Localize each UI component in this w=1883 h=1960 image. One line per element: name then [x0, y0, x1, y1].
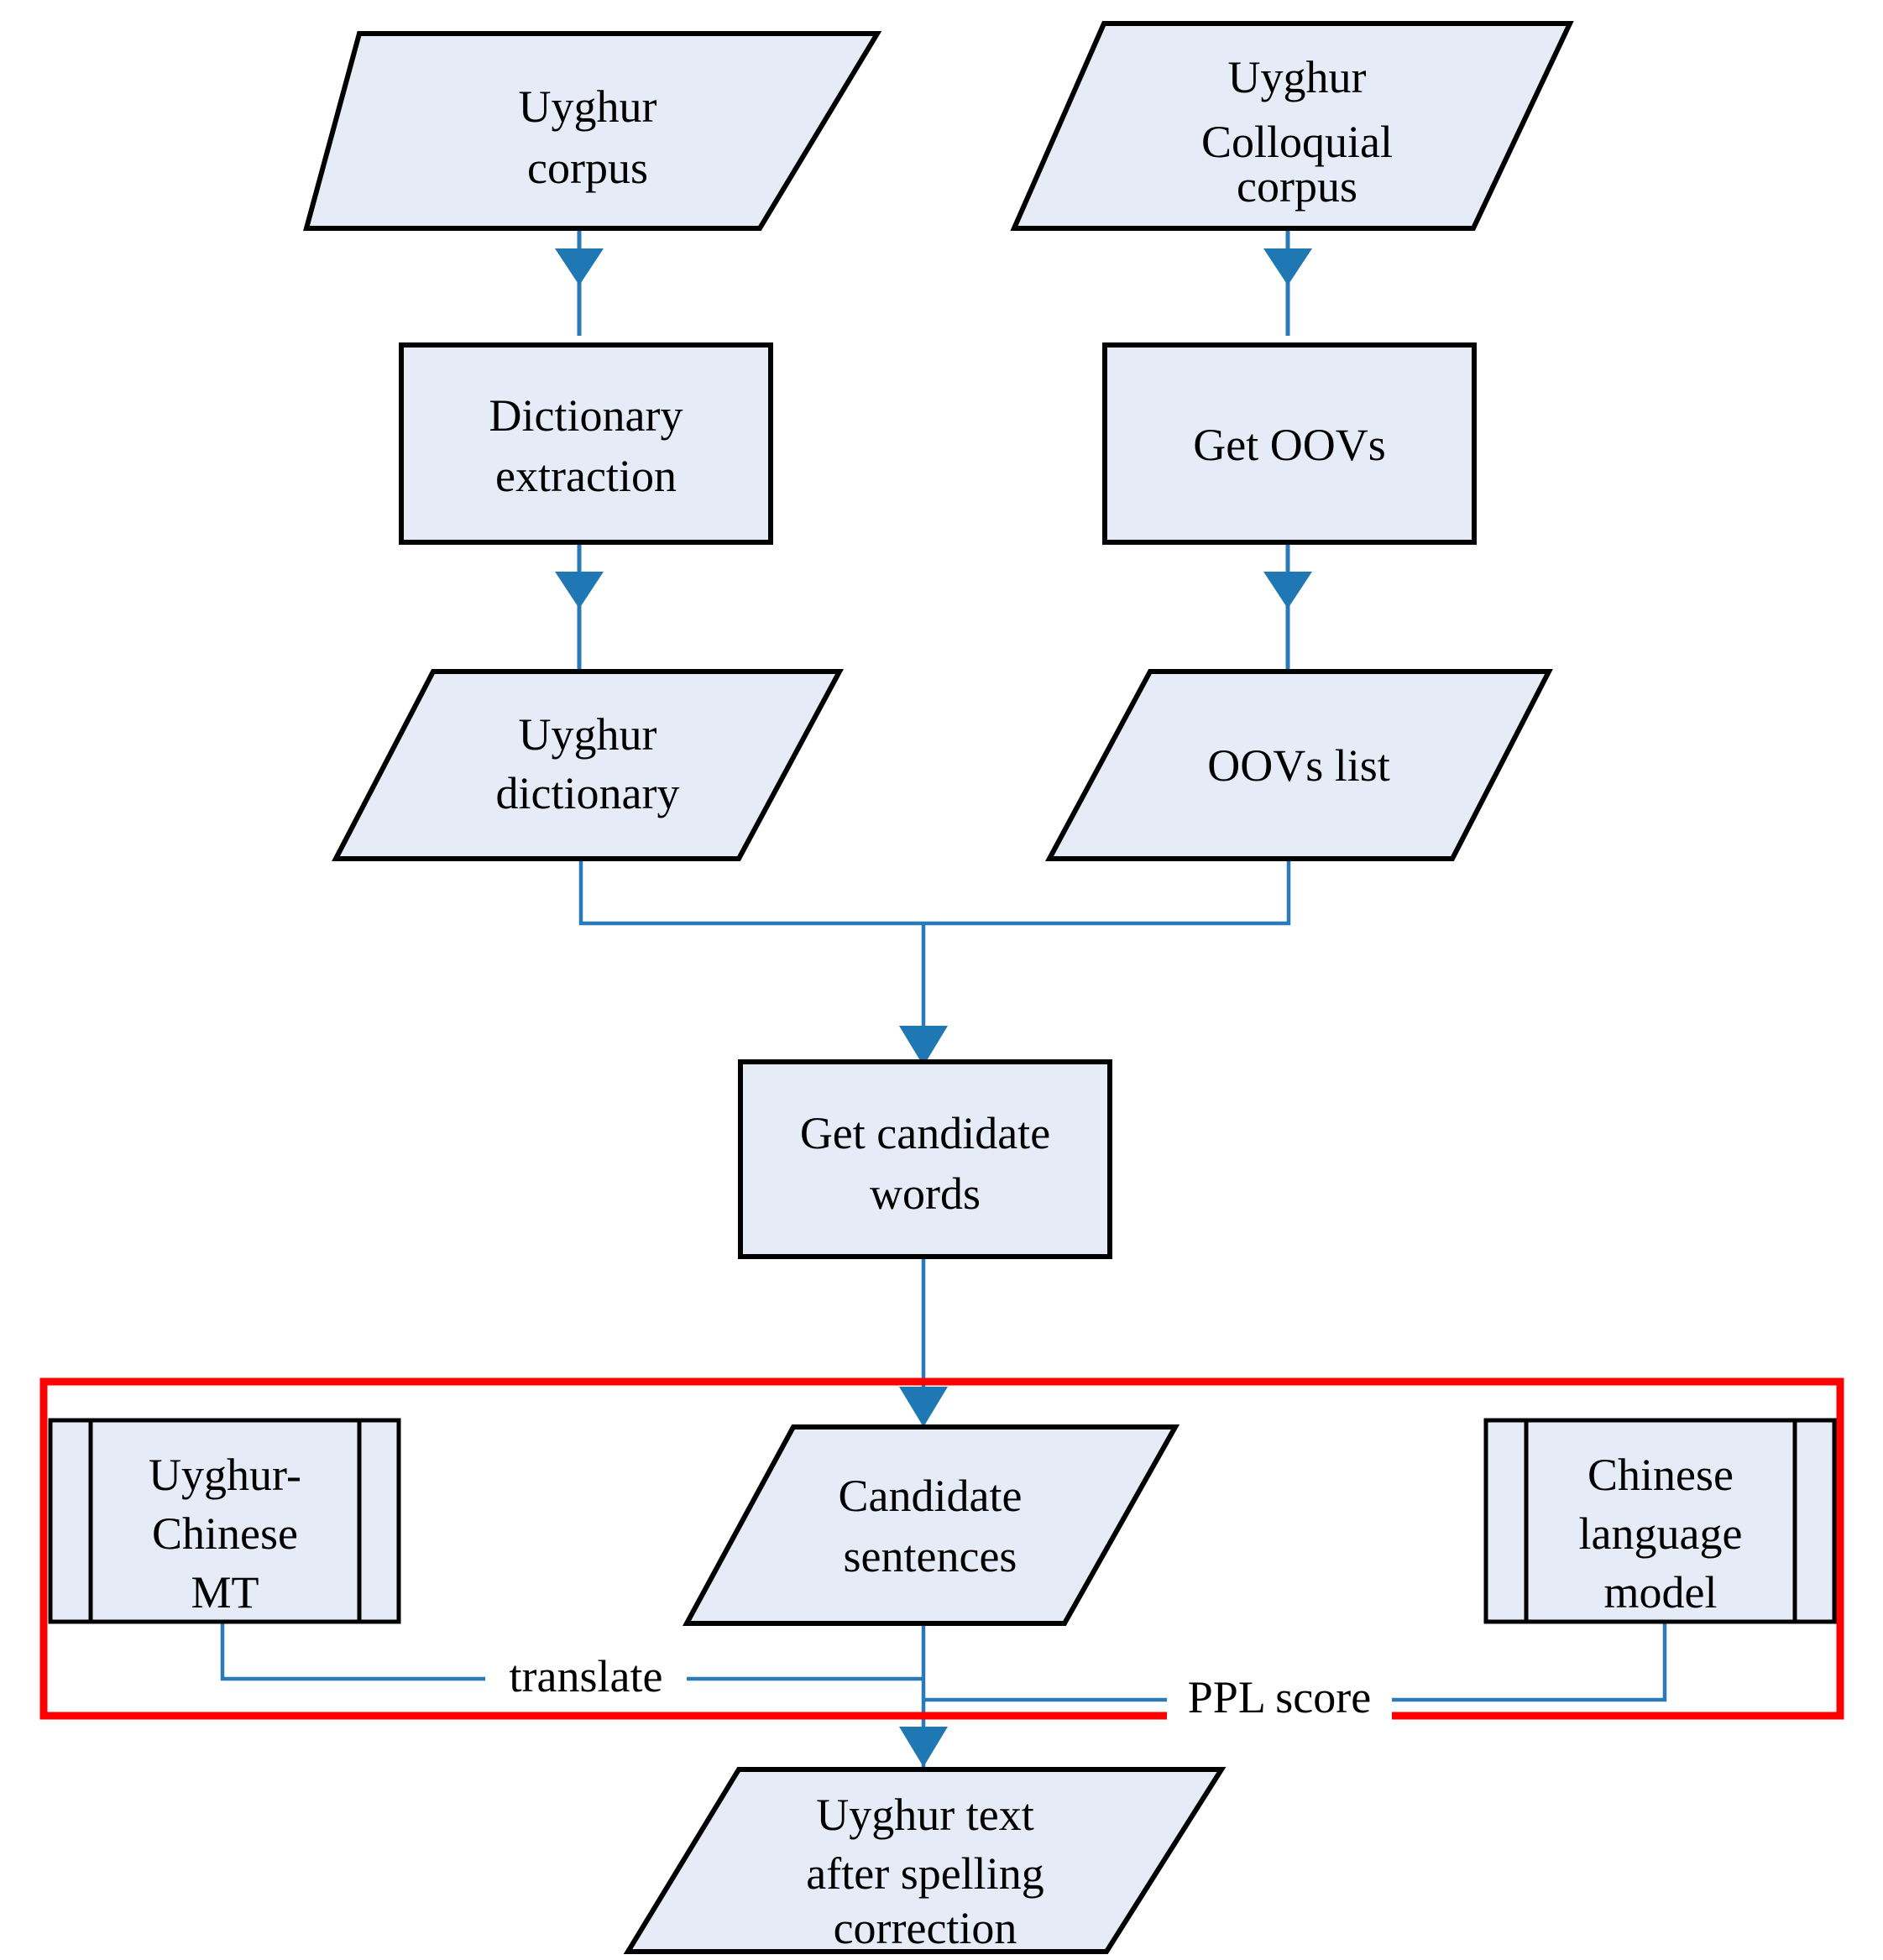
- edge-label-ppl-score-group: PPL score: [1167, 1669, 1392, 1722]
- node-mt-line-1: Uyghur-: [149, 1450, 301, 1500]
- node-uyghur-corpus-line-2: corpus: [527, 143, 648, 193]
- node-lm-line-3: model: [1604, 1567, 1718, 1618]
- node-lm-line-1: Chinese: [1587, 1450, 1734, 1500]
- node-colloquial-corpus-line-3: corpus: [1237, 161, 1357, 212]
- edge-mt-translate: [220, 1622, 923, 1681]
- node-candidate-sentences-line-2: sentences: [844, 1531, 1017, 1581]
- node-candidate-sentences-line-1: Candidate: [839, 1471, 1023, 1521]
- node-colloquial-corpus-line-1: Uyghur: [1228, 52, 1367, 102]
- node-oovs-list[interactable]: OOVs list: [1044, 669, 1553, 861]
- edge-dictionary-extraction-to-uyghur-dictionary: [555, 541, 604, 672]
- node-uyghur-colloquial-corpus[interactable]: Uyghur Colloquial corpus: [1010, 21, 1574, 231]
- edge-label-ppl-score: PPL score: [1188, 1672, 1371, 1722]
- node-oovs-list-label: OOVs list: [1207, 740, 1390, 791]
- edge-label-translate-backdrop: [485, 1648, 687, 1700]
- edge-get-oovs-to-oovs-list: [1263, 541, 1312, 672]
- edge-get-candidate-words-to-candidate-sentences: [899, 1255, 948, 1427]
- edge-candidate-sentences-to-output: [899, 1623, 948, 1767]
- node-dictionary-extraction-line-2: extraction: [495, 451, 677, 501]
- node-get-oovs-label: Get OOVs: [1193, 420, 1385, 470]
- node-uyghur-dictionary-line-2: dictionary: [496, 768, 680, 818]
- node-uyghur-corpus-line-1: Uyghur: [519, 81, 657, 132]
- node-candidate-sentences[interactable]: Candidate sentences: [682, 1424, 1180, 1626]
- highlight-group-box: [39, 1377, 1844, 1720]
- node-chinese-language-model[interactable]: Chinese language model: [1483, 1418, 1837, 1624]
- node-uyghur-corpus[interactable]: Uyghur corpus: [303, 31, 882, 231]
- edge-label-translate: translate: [510, 1651, 663, 1701]
- node-lm-line-2: language: [1579, 1508, 1743, 1559]
- node-uyghur-text-after-spelling-correction[interactable]: Uyghur text after spelling correction: [623, 1767, 1227, 1954]
- node-uyghur-dictionary[interactable]: Uyghur dictionary: [332, 669, 845, 861]
- node-output-line-3: correction: [834, 1903, 1017, 1953]
- node-output-line-2: after spelling: [806, 1848, 1043, 1899]
- node-mt-line-2: Chinese: [152, 1508, 298, 1559]
- node-get-candidate-words[interactable]: Get candidate words: [738, 1059, 1112, 1259]
- node-uyghur-dictionary-line-1: Uyghur: [519, 709, 657, 760]
- node-dictionary-extraction[interactable]: Dictionary extraction: [399, 342, 773, 545]
- edge-colloquial-corpus-to-get-oovs: [1263, 228, 1312, 336]
- node-output-line-1: Uyghur text: [816, 1790, 1033, 1840]
- edge-uyghur-corpus-to-dictionary-extraction: [555, 228, 604, 336]
- node-mt-line-3: MT: [191, 1567, 259, 1618]
- node-get-oovs[interactable]: Get OOVs: [1102, 342, 1477, 545]
- node-uyghur-chinese-mt[interactable]: Uyghur- Chinese MT: [48, 1418, 401, 1624]
- node-get-candidate-words-line-2: words: [870, 1168, 981, 1219]
- node-get-candidate-words-line-1: Get candidate: [800, 1108, 1050, 1158]
- edge-label-translate-group: translate: [485, 1648, 687, 1701]
- edge-label-ppl-score-backdrop: [1167, 1669, 1392, 1721]
- node-colloquial-corpus-line-2: Colloquial: [1201, 117, 1393, 167]
- node-dictionary-extraction-line-1: Dictionary: [489, 390, 683, 441]
- edge-merge-to-get-candidate-words: [578, 859, 1291, 1066]
